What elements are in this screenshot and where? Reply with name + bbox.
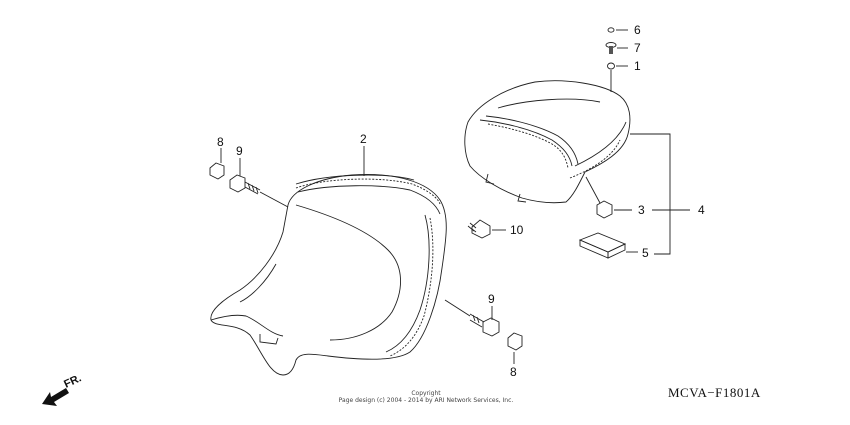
part-10-bolt[interactable] [467,219,491,239]
part-7-bolt[interactable] [605,42,617,55]
front-direction-arrow-icon [42,388,69,406]
callout-6: 6 [634,23,641,37]
callout-5: 5 [642,246,649,260]
front-direction-label: FR. [62,372,83,390]
part-9-bolt-bottom[interactable] [444,299,500,337]
callout-9-top: 9 [236,144,243,158]
callout-1: 1 [634,59,641,73]
callout-7: 7 [634,41,641,55]
copyright-title: Copyright [411,390,441,397]
part-9-bolt-top[interactable] [229,174,289,208]
callout-3: 3 [638,203,645,217]
part-6-cap[interactable] [607,27,615,33]
callout-2: 2 [360,132,367,146]
copyright-text: Page design (c) 2004 - 2014 by ARI Netwo… [339,397,514,404]
callout-4: 4 [698,203,705,217]
callout-9-bottom: 9 [488,292,495,306]
part-5-pad[interactable] [578,232,627,259]
callout-8-top: 8 [217,135,224,149]
part-8-nut-bottom[interactable] [507,332,523,351]
callout-8-bottom: 8 [510,365,517,379]
part-1-collar[interactable] [607,62,615,92]
leader-lines [220,29,690,364]
callout-10: 10 [510,223,524,237]
part-8-nut-top[interactable] [209,162,225,180]
main-seat[interactable] [210,174,447,376]
pillion-seat[interactable] [464,80,631,204]
part-3-nut[interactable] [585,176,613,219]
diagram-code: MCVA−F1801A [668,385,761,400]
